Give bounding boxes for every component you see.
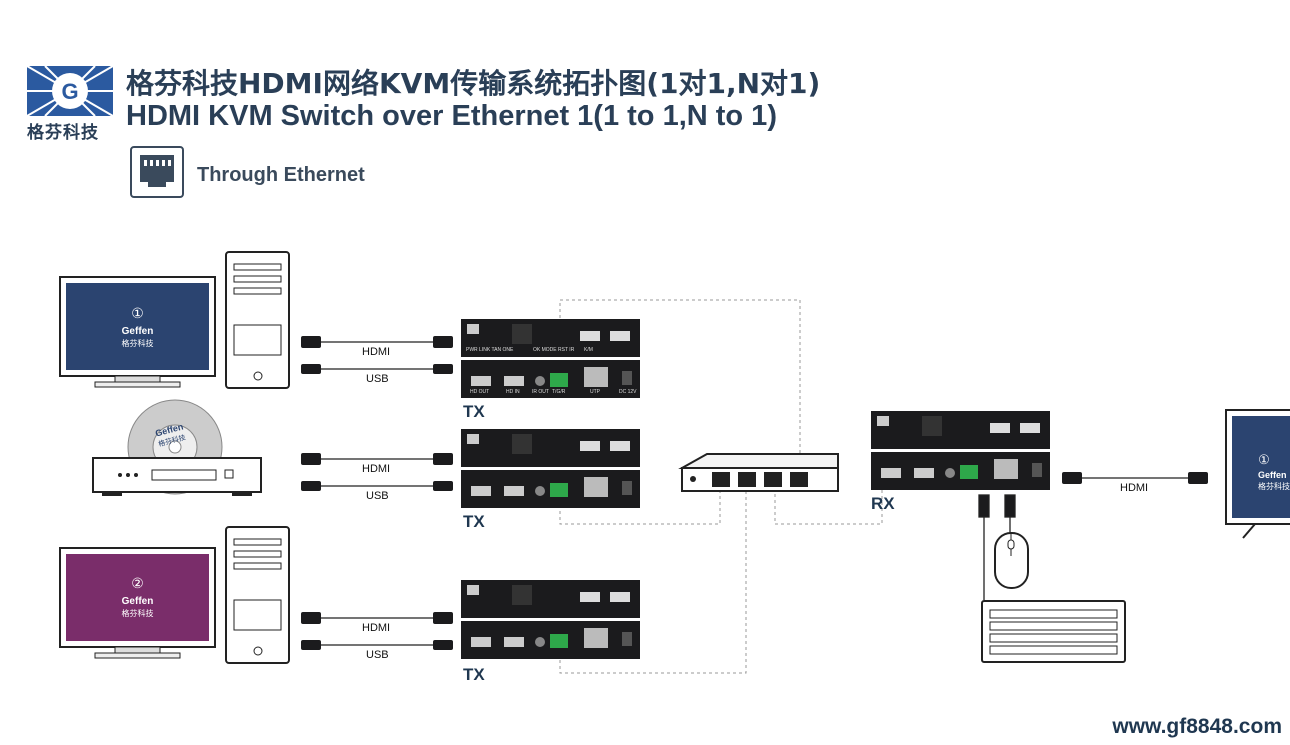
tx1-km-label: K/M bbox=[584, 347, 593, 353]
tx-label-2: TX bbox=[463, 512, 485, 531]
usb-label-2: USB bbox=[366, 490, 389, 502]
pc-tower-2 bbox=[225, 526, 290, 664]
tx-unit-2 bbox=[461, 429, 640, 508]
svg-text:G: G bbox=[61, 79, 78, 104]
monitor-1 bbox=[59, 276, 216, 388]
tx-unit-1 bbox=[461, 319, 640, 398]
rx-screen-number: ① bbox=[1258, 452, 1270, 467]
usb-label-3: USB bbox=[366, 649, 389, 661]
tx-label-1: TX bbox=[463, 402, 485, 421]
pc-tower-1 bbox=[225, 251, 290, 389]
tx1-irout-label: IR OUT bbox=[532, 389, 549, 395]
tx1-hdin-label: HD IN bbox=[506, 389, 520, 395]
network-switch-icon bbox=[678, 453, 839, 492]
ethernet-port-icon bbox=[130, 146, 184, 198]
geffen-logo-icon: G bbox=[26, 65, 114, 117]
cable-connectors bbox=[301, 336, 1208, 650]
page-title-en: HDMI KVM Switch over Ethernet 1(1 to 1,N… bbox=[126, 100, 777, 132]
tx1-mid-label: OK MODE RST IR bbox=[533, 347, 575, 353]
dvd-player bbox=[92, 399, 262, 496]
rx-label: RX bbox=[871, 494, 895, 513]
screen-2-brand-cn: 格芬科技 bbox=[121, 609, 154, 618]
website-url[interactable]: www.gf8848.com bbox=[1112, 715, 1282, 738]
page-title-cn: 格芬科技HDMI网络KVM传输系统拓扑图(1对1,N对1) bbox=[126, 67, 821, 100]
ethernet-label: Through Ethernet bbox=[197, 164, 365, 186]
tx1-dc-label: DC 12V bbox=[619, 389, 637, 395]
screen-2-number: ② bbox=[131, 575, 144, 591]
tx1-tgr-label: T/G/R bbox=[552, 389, 566, 395]
hdmi-label-2: HDMI bbox=[362, 463, 391, 475]
mouse-icon bbox=[994, 532, 1029, 589]
tx-unit-3 bbox=[461, 580, 640, 659]
screen-2-brand: Geffen bbox=[121, 596, 154, 607]
network-dashed-lines bbox=[559, 299, 883, 674]
rx-display bbox=[1225, 409, 1290, 539]
logo-text: 格芬科技 bbox=[27, 123, 99, 143]
rx-screen-brand: Geffen bbox=[1258, 470, 1287, 480]
usb-label-1: USB bbox=[366, 373, 389, 385]
monitor-2 bbox=[59, 547, 216, 659]
screen-1-brand-cn: 格芬科技 bbox=[121, 339, 154, 348]
hdmi-label-3: HDMI bbox=[362, 622, 391, 634]
tx1-utp-label: UTP bbox=[590, 389, 600, 395]
keyboard-icon bbox=[981, 600, 1126, 663]
tx-label-3: TX bbox=[463, 665, 485, 684]
screen-1-number: ① bbox=[131, 305, 144, 321]
rx-unit bbox=[871, 411, 1050, 490]
rx-usb-cables bbox=[978, 494, 1016, 600]
tx1-top-label: PWR LINK TAN ONE bbox=[466, 347, 514, 353]
screen-1-brand: Geffen bbox=[121, 326, 154, 337]
rx-screen-brand-cn: 格芬科技 bbox=[1258, 482, 1290, 491]
hdmi-label-1: HDMI bbox=[362, 346, 391, 358]
cables bbox=[318, 341, 1190, 646]
rx-hdmi-label: HDMI bbox=[1120, 482, 1149, 494]
tx1-hdout-label: HD OUT bbox=[470, 389, 490, 395]
